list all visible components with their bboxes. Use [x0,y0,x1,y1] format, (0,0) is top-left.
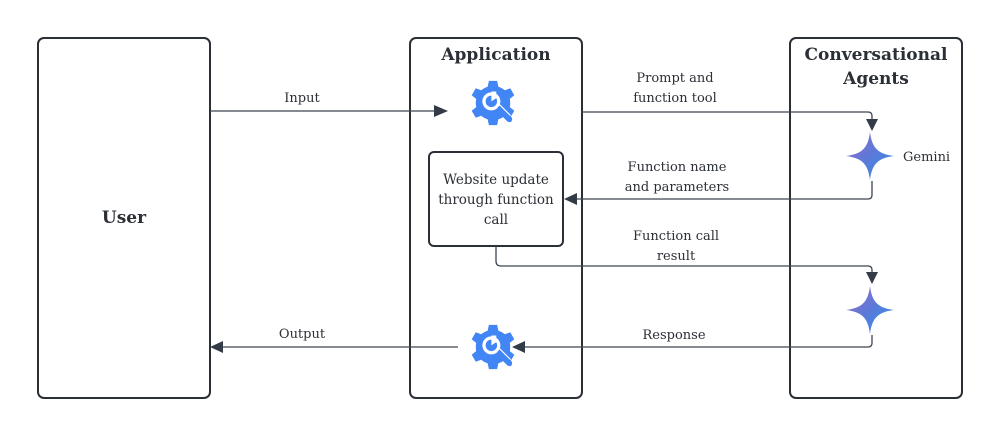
function-result-arrow [495,246,878,284]
function-result-label-line2: result [657,249,696,264]
output-label: Output [279,327,326,342]
agents-lane-title-line1: Conversational [805,45,948,65]
function-name-arrow [564,181,873,205]
user-lane [37,37,211,399]
prompt-label-line1: Prompt and [636,71,713,86]
function-name-label-line2: and parameters [625,180,729,195]
response-label: Response [642,328,705,343]
website-update-line2: through function [438,192,554,208]
function-name-label-line1: Function name [628,160,727,175]
input-label: Input [284,91,320,106]
function-result-label-line1: Function call [633,229,719,244]
prompt-label-line2: function tool [633,91,717,106]
input-arrow [210,105,448,117]
prompt-arrow [582,111,878,131]
agents-lane [789,37,963,399]
output-arrow [210,341,458,353]
website-update-line1: Website update [443,172,549,188]
user-lane-title: User [102,208,147,228]
application-lane-title: Application [440,45,550,65]
response-arrow [512,335,873,353]
agents-lane-title-line2: Agents [842,69,909,89]
website-update-line3: call [484,212,508,228]
gemini-label: Gemini [903,150,950,165]
